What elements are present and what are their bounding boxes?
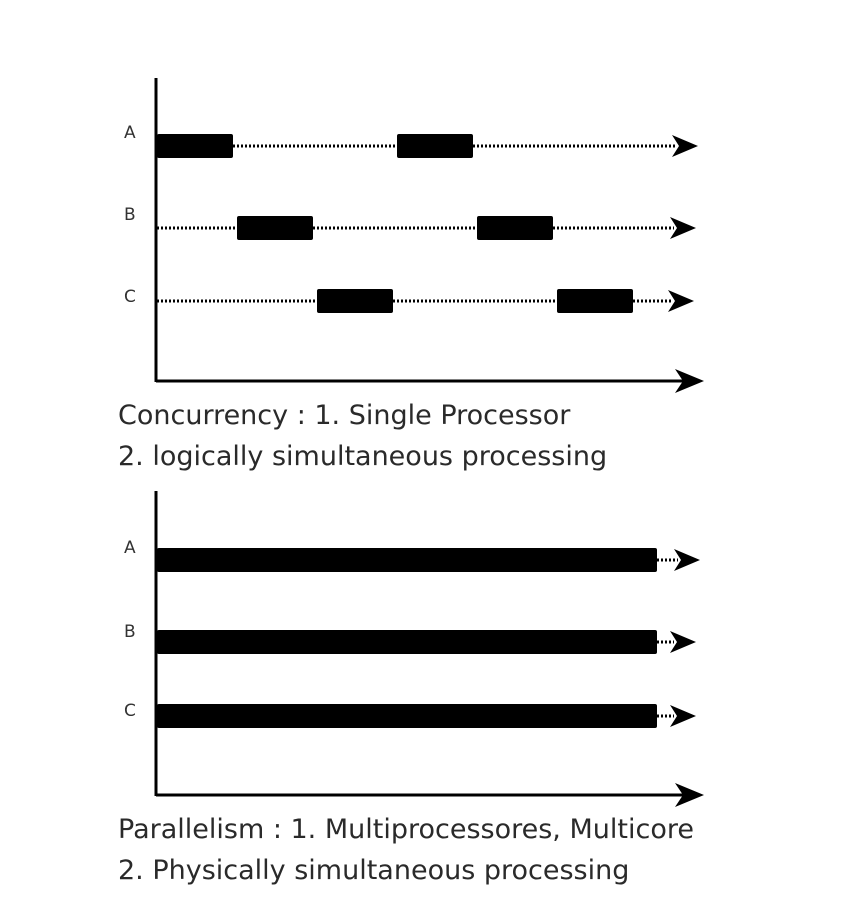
lane-label-b: B bbox=[124, 622, 136, 642]
concurrency-caption-line2: 2. logically simultaneous processing bbox=[118, 441, 607, 472]
parallelism-lane-c: C bbox=[124, 701, 696, 728]
lane-label-a: A bbox=[124, 123, 136, 143]
concurrency-panel: A B C Concurrency : 1. Single Processor … bbox=[118, 78, 704, 472]
execution-bar-a-2 bbox=[397, 134, 473, 158]
timeline-arrowhead-b bbox=[670, 217, 696, 239]
concurrency-lane-c: C bbox=[124, 287, 694, 313]
execution-bar-c-1 bbox=[317, 289, 393, 313]
parallelism-caption-line2: 2. Physically simultaneous processing bbox=[118, 855, 629, 886]
parallelism-x-axis-arrowhead bbox=[675, 783, 704, 807]
lane-label-c: C bbox=[124, 701, 136, 721]
execution-bar-b-1 bbox=[237, 216, 313, 240]
timeline-arrowhead-a bbox=[674, 549, 700, 571]
execution-bar-b-2 bbox=[477, 216, 553, 240]
parallelism-lane-b: B bbox=[124, 622, 696, 654]
execution-bar-b-1 bbox=[157, 630, 657, 654]
lane-label-b: B bbox=[124, 205, 136, 225]
execution-bar-c-2 bbox=[557, 289, 633, 313]
timeline-arrowhead-b bbox=[670, 631, 696, 653]
execution-bar-a-1 bbox=[157, 548, 657, 572]
timeline-arrowhead-c bbox=[668, 290, 694, 312]
timeline-arrowhead-c bbox=[670, 705, 696, 727]
parallelism-caption-line1: Parallelism : 1. Multiprocessores, Multi… bbox=[118, 814, 694, 845]
concurrency-lane-a: A bbox=[124, 123, 698, 158]
lane-label-a: A bbox=[124, 538, 136, 558]
concurrency-caption-line1: Concurrency : 1. Single Processor bbox=[118, 400, 571, 431]
concurrency-x-axis-arrowhead bbox=[675, 369, 704, 393]
execution-bar-a-1 bbox=[157, 134, 233, 158]
execution-bar-c-1 bbox=[157, 704, 657, 728]
parallelism-lane-a: A bbox=[124, 538, 700, 572]
parallelism-panel: A B C Parallelism : 1. Multiprocessores,… bbox=[118, 491, 704, 886]
lane-label-c: C bbox=[124, 287, 136, 307]
concurrency-lane-b: B bbox=[124, 205, 696, 240]
timeline-arrowhead-a bbox=[672, 135, 698, 157]
